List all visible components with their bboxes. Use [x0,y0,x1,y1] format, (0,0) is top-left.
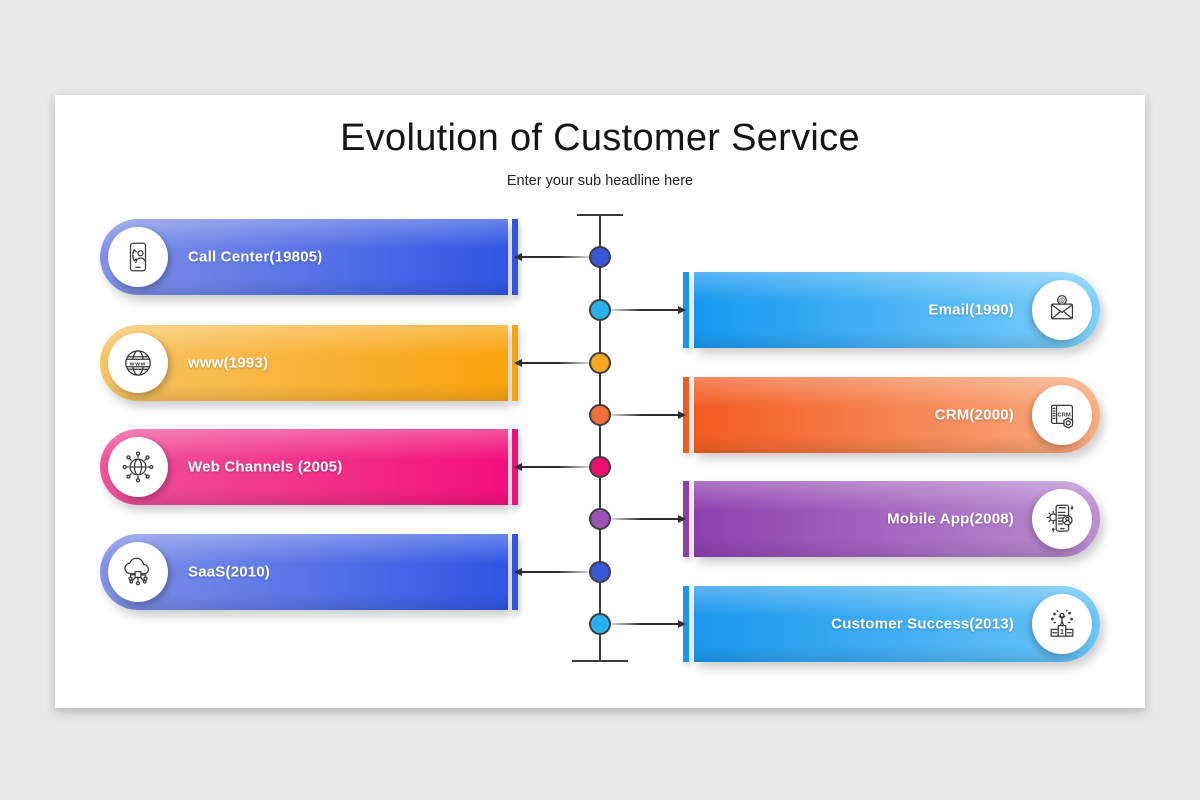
timeline-dot [589,246,611,268]
timeline-row: Call Center(19805) [55,219,1145,295]
timeline-dot [589,352,611,374]
svg-text:@: @ [1059,297,1065,304]
bar-label: CRM(2000) [934,406,1014,424]
connector-line [611,306,686,314]
www-icon: www [108,333,168,393]
timeline-dot [589,561,611,583]
crm-icon: CRM [1032,385,1092,445]
timeline-bar: Mobile App(2008) [694,481,1100,557]
arrow-icon [678,620,686,628]
connector-line [611,515,686,523]
arrow-icon [678,515,686,523]
web-channels-icon [108,437,168,497]
timeline-dot [589,456,611,478]
timeline-top-cap [577,214,623,216]
timeline-bar: www www(1993) [100,325,508,401]
connector-line [611,411,686,419]
bar-strip [683,272,689,348]
arrow-icon [678,306,686,314]
timeline-dot [589,404,611,426]
bar-label: Email(1990) [928,301,1014,319]
bar-label: Mobile App(2008) [887,510,1014,528]
timeline-bar: 1 Customer Success(2013) [694,586,1100,662]
connector-line [611,620,686,628]
connector-line [514,359,589,367]
timeline-bottom-cap [572,660,628,662]
arrow-icon [678,411,686,419]
arrow-icon [514,568,522,576]
bar-strip [683,377,689,453]
call-center-icon [108,227,168,287]
bar-label: Call Center(19805) [188,248,323,266]
timeline-bar: CRM CRM(2000) [694,377,1100,453]
svg-text:CRM: CRM [1057,412,1070,418]
bar-label: SaaS(2010) [188,563,271,581]
timeline-bar: Call Center(19805) [100,219,508,295]
bar-label: Web Channels (2005) [188,458,343,476]
timeline-bar: SaaS(2010) [100,534,508,610]
arrow-icon [514,253,522,261]
timeline-row: Mobile App(2008) [55,481,1145,557]
svg-text:www: www [129,361,147,367]
bar-label: www(1993) [188,354,269,372]
timeline-bar: @ Email(1990) [694,272,1100,348]
saas-icon [108,542,168,602]
bar-strip [683,481,689,557]
arrow-icon [514,359,522,367]
bar-label: Customer Success(2013) [831,615,1014,633]
connector-line [514,568,589,576]
timeline-row: SaaS(2010) [55,534,1145,610]
slide-canvas: Evolution of Customer Service Enter your… [55,95,1145,708]
mobile-app-icon [1032,489,1092,549]
timeline-dot [589,508,611,530]
timeline-bar: Web Channels (2005) [100,429,508,505]
timeline-row: CRM CRM(2000) [55,377,1145,453]
timeline-row: @ Email(1990) [55,272,1145,348]
page-subtitle: Enter your sub headline here [506,173,694,189]
svg-text:1: 1 [1060,628,1064,636]
email-icon: @ [1032,280,1092,340]
timeline-axis [599,215,601,661]
timeline-dot [589,299,611,321]
arrow-icon [514,463,522,471]
page-title: Evolution of Customer Service [340,117,860,159]
customer-success-icon: 1 [1032,594,1092,654]
bar-strip [683,586,689,662]
timeline-row: www www(1993) [55,325,1145,401]
connector-line [514,253,589,261]
timeline-row: Web Channels (2005) [55,429,1145,505]
timeline-row: 1 Customer Success(2013) [55,586,1145,662]
timeline-dot [589,613,611,635]
connector-line [514,463,589,471]
